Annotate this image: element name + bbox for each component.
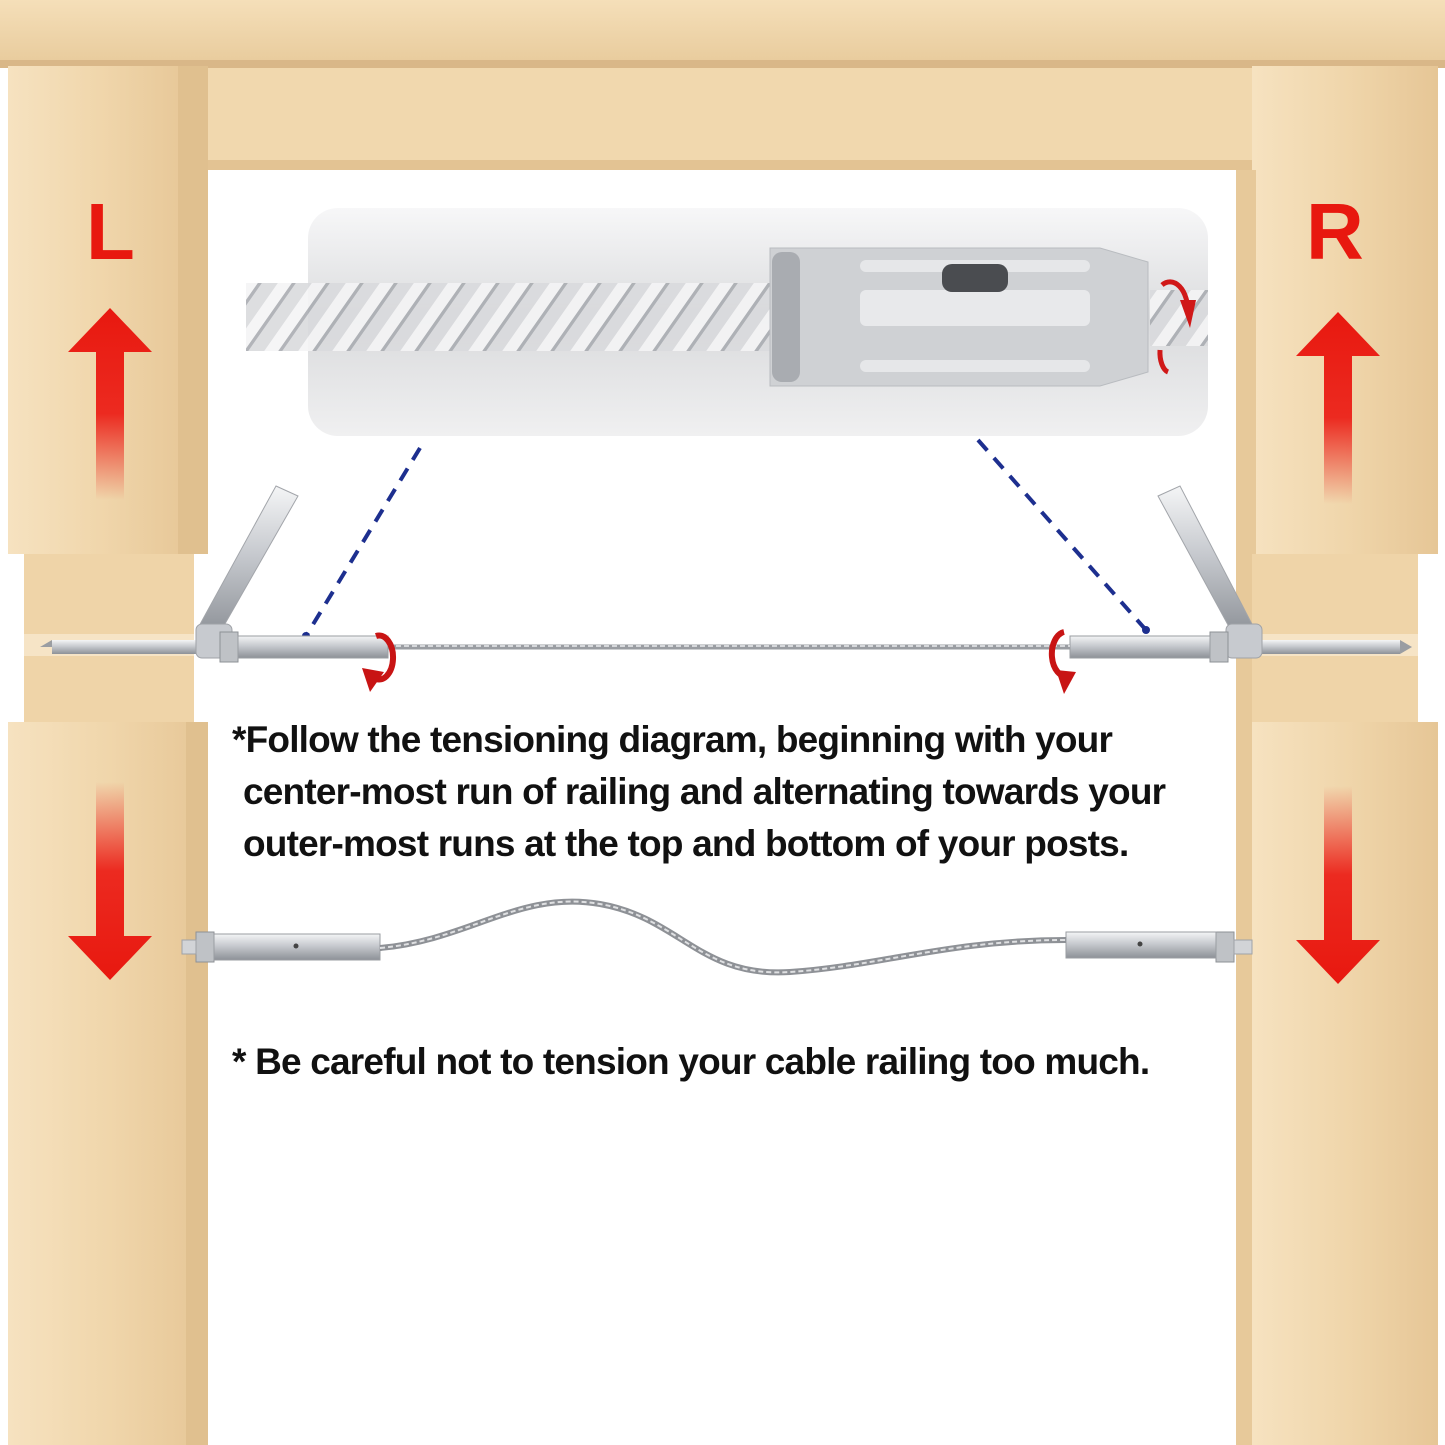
left-side-label: L bbox=[86, 187, 135, 276]
detail-inspection-hole bbox=[942, 264, 1008, 292]
tensioned-cable-assembly bbox=[40, 485, 1412, 694]
right-swage-body bbox=[1069, 635, 1211, 659]
left-angle-bracket bbox=[195, 485, 299, 659]
right-angle-bracket bbox=[1157, 485, 1263, 659]
rotate-arrow-icon bbox=[1048, 629, 1069, 680]
instruction-line: outer-most runs at the top and bottom of… bbox=[243, 823, 1129, 864]
instruction-line: center-most run of railing and alternati… bbox=[243, 771, 1166, 812]
left-swage-body bbox=[237, 635, 389, 659]
arrow-up-icon bbox=[1296, 312, 1380, 504]
leader-line-right bbox=[976, 438, 1148, 632]
left-lag-screw bbox=[52, 640, 202, 654]
tensioning-instructions: *Follow the tensioning diagram, beginnin… bbox=[232, 714, 1232, 870]
top-beam bbox=[0, 0, 1445, 64]
header-rail bbox=[186, 68, 1260, 168]
instruction-line: *Follow the tensioning diagram, beginnin… bbox=[232, 719, 1113, 760]
left-nut bbox=[219, 631, 239, 663]
left-loose-nut bbox=[195, 931, 215, 963]
top-beam-edge bbox=[0, 60, 1445, 68]
right-lag-screw bbox=[1250, 640, 1400, 654]
right-nut bbox=[1209, 631, 1229, 663]
rotate-arrow-icon bbox=[372, 632, 397, 683]
right-side-label: R bbox=[1306, 187, 1364, 276]
magnified-detail bbox=[246, 208, 1208, 436]
arrow-down-icon bbox=[1296, 786, 1380, 984]
caution-note: * Be careful not to tension your cable r… bbox=[232, 1041, 1150, 1082]
arrow-down-icon bbox=[68, 782, 152, 980]
right-loose-nut bbox=[1215, 931, 1235, 963]
loose-cable-assembly bbox=[181, 898, 1253, 976]
detail-cable bbox=[246, 283, 806, 351]
leader-line-left bbox=[304, 446, 422, 638]
arrow-up-icon bbox=[68, 308, 152, 500]
